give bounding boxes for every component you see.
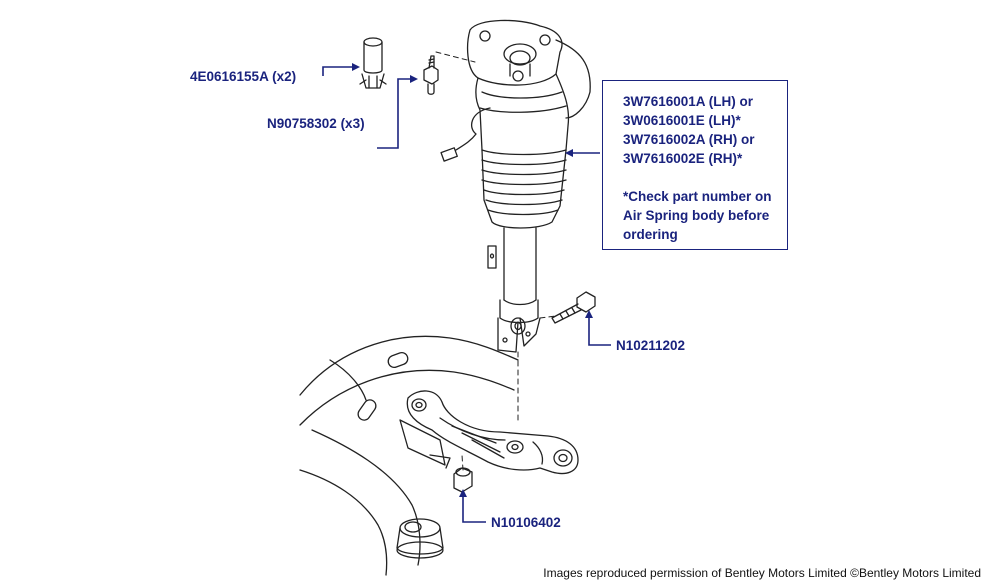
leader-lines bbox=[322, 66, 611, 523]
callout-note-line: Air Spring body before bbox=[623, 208, 770, 223]
air-spring-part-number: 3W7616002E (RH)* bbox=[623, 151, 743, 166]
air-spring-part-number: 3W7616002A (RH) or bbox=[623, 132, 755, 147]
screw-drawing bbox=[423, 55, 439, 95]
bolt-drawing bbox=[551, 291, 596, 324]
upper-mount-drawing bbox=[466, 19, 591, 119]
callout-spacer bbox=[623, 168, 787, 187]
air-spring-drawing bbox=[440, 73, 570, 229]
screw-part-label: N90758302 (x3) bbox=[267, 116, 365, 131]
subframe-drawing bbox=[299, 335, 519, 576]
clip-part-label: 4E0616155A (x2) bbox=[190, 69, 297, 84]
bolt-part-label: N10211202 bbox=[616, 338, 686, 353]
assembly-guide-lines bbox=[435, 51, 557, 471]
leader-arrows bbox=[352, 63, 593, 497]
control-arm-drawing bbox=[406, 390, 579, 475]
copyright-credit: Images reproduced permission of Bentley … bbox=[543, 566, 981, 580]
air-spring-callout-box: 3W7616001A (LH) or 3W0616001E (LH)* 3W76… bbox=[602, 80, 788, 250]
nut-part-label: N10106402 bbox=[491, 515, 561, 530]
callout-note-line: *Check part number on bbox=[623, 189, 772, 204]
clip-drawing bbox=[359, 37, 387, 89]
air-spring-part-number: 3W7616001A (LH) or bbox=[623, 94, 754, 109]
callout-note-line: ordering bbox=[623, 227, 678, 242]
air-spring-part-number: 3W0616001E (LH)* bbox=[623, 113, 741, 128]
nut-drawing bbox=[453, 467, 473, 493]
strut-tube-drawing bbox=[487, 227, 541, 353]
bushing-drawing bbox=[396, 518, 444, 559]
